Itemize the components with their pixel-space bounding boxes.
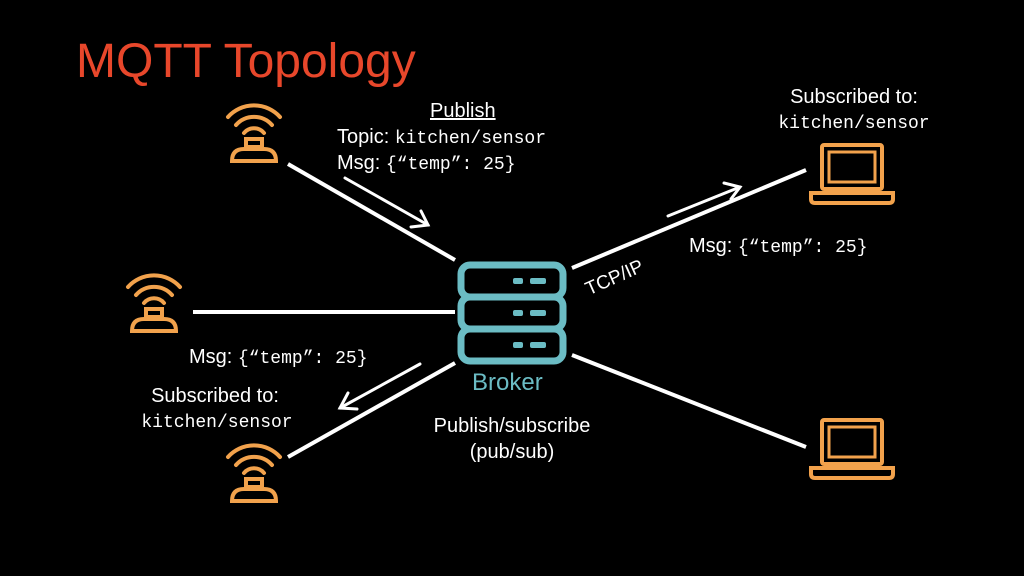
broker-label: Broker xyxy=(472,369,543,396)
subscriber-top-msg-value: {“temp”: 25} xyxy=(737,238,868,258)
publish-msg-value: {“temp”: 25} xyxy=(385,155,516,175)
publish-msg-label: Msg: xyxy=(337,152,381,174)
publish-heading: Publish xyxy=(430,100,496,122)
publish-topic-value: kitchen/sensor xyxy=(394,129,547,149)
sensor-icon xyxy=(226,103,282,163)
publish-topic-line: Topic: kitchen/sensor xyxy=(337,125,546,151)
subscriber-top-msg-line: Msg: {“temp”: 25} xyxy=(689,234,868,260)
deliver-flow-arrow-top xyxy=(666,181,743,218)
laptop-icon xyxy=(809,143,895,205)
laptop-icon xyxy=(809,418,895,480)
subscriber-bottom-msg-label: Msg: xyxy=(189,346,233,368)
link-sensor-bottom xyxy=(287,361,456,459)
page-title: MQTT Topology xyxy=(76,35,416,88)
subscriber-top-topic: kitchen/sensor xyxy=(778,114,930,134)
subscriber-bottom-heading: Subscribed to: xyxy=(151,385,279,407)
subscriber-bottom-msg-value: {“temp”: 25} xyxy=(237,349,368,369)
publish-flow-arrow xyxy=(343,176,431,229)
link-laptop-bottom xyxy=(571,353,807,449)
deliver-flow-arrow-bottom xyxy=(337,362,422,411)
subscriber-bottom-topic: kitchen/sensor xyxy=(141,413,293,433)
link-laptop-top xyxy=(571,168,807,270)
link-sensor-top xyxy=(287,162,456,262)
subscriber-top-heading: Subscribed to: xyxy=(790,86,918,108)
subscriber-top-msg-label: Msg: xyxy=(689,235,733,257)
sensor-icon xyxy=(226,443,282,503)
server-icon xyxy=(457,261,567,365)
pattern-caption-line1: Publish/subscribe xyxy=(433,415,591,437)
publish-topic-label: Topic: xyxy=(337,126,390,148)
subscriber-bottom-msg-line: Msg: {“temp”: 25} xyxy=(189,345,368,371)
pattern-caption-line2: (pub/sub) xyxy=(469,441,555,463)
publish-msg-line: Msg: {“temp”: 25} xyxy=(337,151,516,177)
sensor-icon xyxy=(126,273,182,333)
